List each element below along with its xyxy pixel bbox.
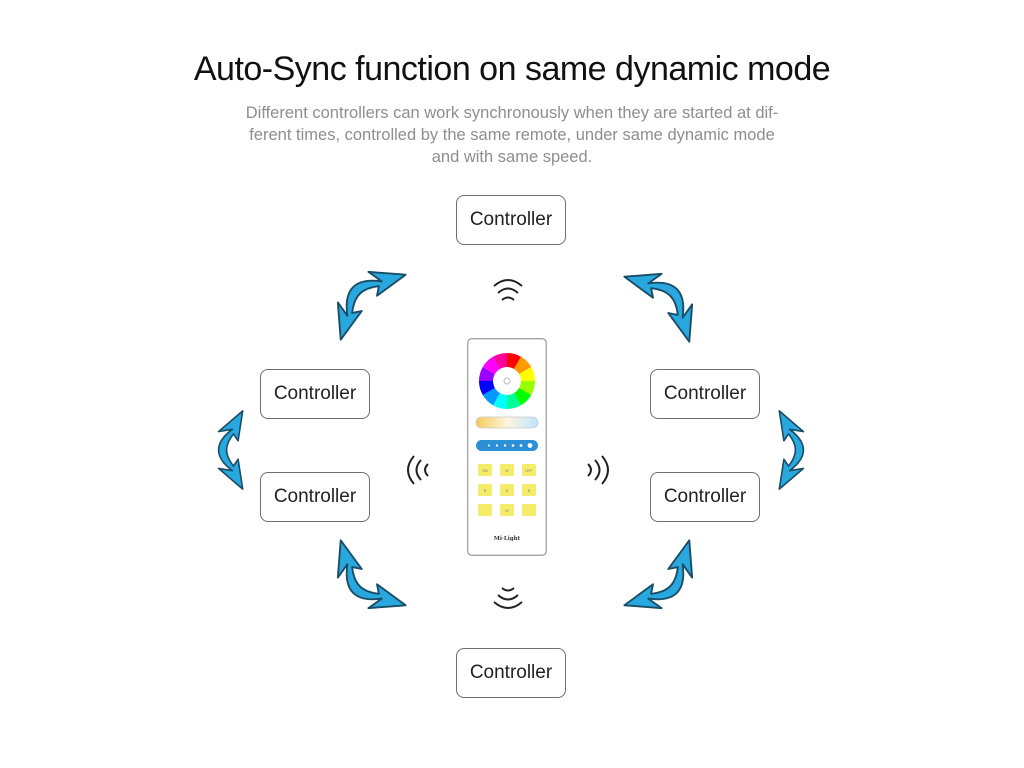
signal-wave-left-icon [407,455,429,485]
remote-control: ON W OFF R G B M Mi·Light [467,338,547,556]
subtitle-line-3: and with same speed. [431,148,593,166]
sync-arrow-bottom-left-icon [319,539,407,627]
remote-button: R [478,484,492,496]
page-title: Auto-Sync function on same dynamic mode [193,50,831,88]
remote-button: ON [478,464,492,476]
sync-arrow-top-right-icon [623,255,711,343]
remote-button: OFF [522,464,536,476]
page-subtitle: Different controllers can work synchrono… [212,102,812,168]
color-wheel-icon [479,353,535,409]
remote-button: W [500,464,514,476]
controller-upper-right: Controller [650,369,760,419]
sync-arrow-top-left-icon [319,253,407,341]
remote-button-label: R [484,489,487,493]
remote-button [478,504,492,516]
remote-brand-label: Mi·Light [494,536,521,542]
remote-button: M [500,504,514,516]
remote-button-label: B [528,489,531,493]
signal-wave-down-icon [493,587,523,609]
remote-button: G [500,484,514,496]
controller-lower-right: Controller [650,472,760,522]
controller-top: Controller [456,195,566,245]
remote-button-label: M [506,509,509,513]
remote-button-label: W [505,469,509,473]
remote-button-grid: ON W OFF R G B M [478,464,536,516]
controller-upper-left: Controller [260,369,370,419]
subtitle-line-1: Different controllers can work synchrono… [245,104,779,122]
remote-button-label: G [506,489,509,493]
signal-wave-up-icon [493,279,523,301]
brightness-slider [476,440,538,451]
sync-arrow-bottom-right-icon [623,539,711,627]
remote-button-label: OFF [525,469,533,473]
sync-arrow-left-icon [217,410,244,490]
controller-bottom: Controller [456,648,566,698]
cct-slider [475,416,539,429]
controller-lower-left: Controller [260,472,370,522]
subtitle-line-2: ferent times, controlled by the same rem… [249,126,775,144]
remote-button [522,504,536,516]
signal-wave-right-icon [587,455,609,485]
sync-arrow-right-icon [778,410,805,490]
remote-button: B [522,484,536,496]
remote-button-label: ON [482,469,488,473]
